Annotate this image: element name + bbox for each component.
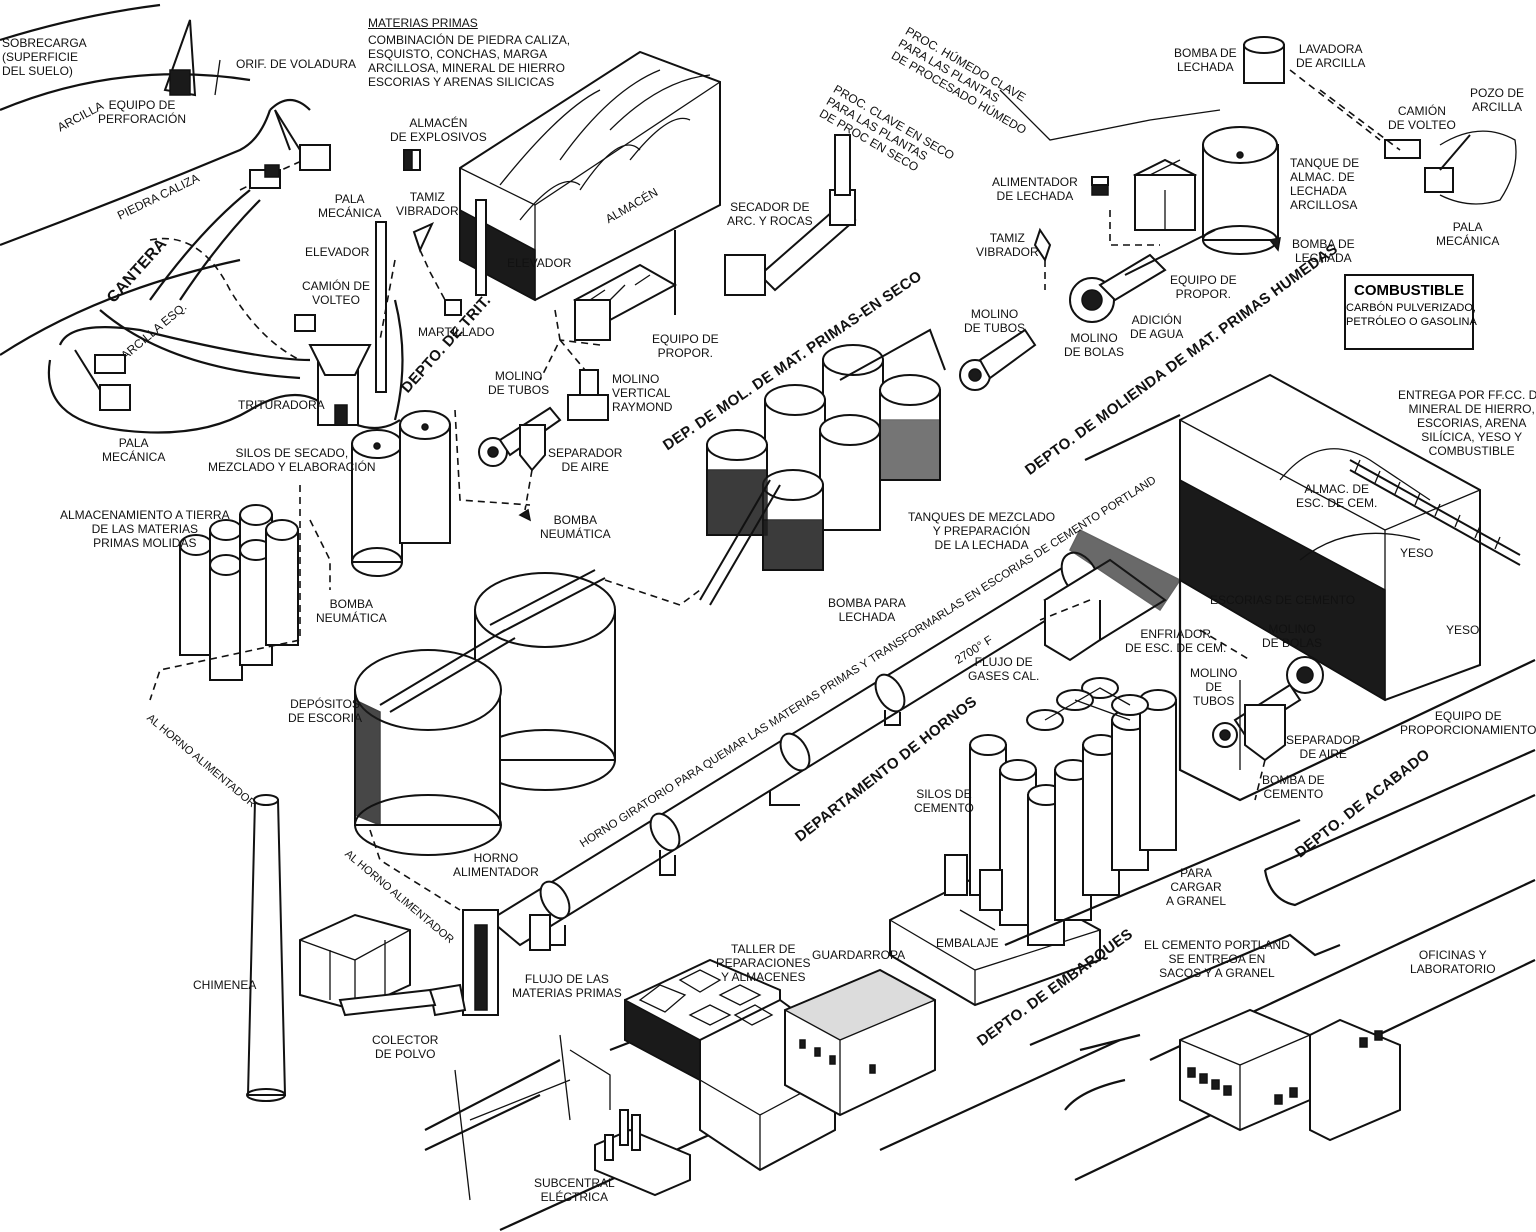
label-pala-mecanica-2: PALA MECÁNICA — [102, 436, 166, 464]
label-chimenea: CHIMENEA — [193, 978, 257, 992]
label-molino-bolas-2: MOLINO DE BOLAS — [1262, 622, 1323, 650]
label-separador-aire-2: SEPARADOR DE AIRE — [1286, 733, 1361, 761]
label-depositos-escoria: DEPÓSITOS DE ESCORIA — [288, 697, 363, 725]
label-cemento-portland: EL CEMENTO PORTLAND SE ENTREGA EN SACOS … — [1144, 938, 1290, 980]
label-embalaje: EMBALAJE — [936, 936, 999, 950]
cement-silos — [889, 677, 1177, 1007]
label-flujo-gases: FLUJO DE GASES CAL. — [968, 655, 1040, 683]
label-flujo-materias: FLUJO DE LAS MATERIAS PRIMAS — [512, 972, 622, 1000]
label-pala-mecanica-1: PALA MECÁNICA — [318, 192, 382, 220]
quarry-area — [0, 3, 404, 434]
label-molino-tubos-2: MOLINO DE TUBOS — [964, 307, 1026, 335]
label-guardarropa: GUARDARROPA — [812, 948, 906, 962]
label-tamiz-vibrador-1: TAMIZ VIBRADOR — [396, 190, 459, 218]
label-bomba-cemento: BOMBA DE CEMENTO — [1262, 773, 1325, 801]
label-alimentador-lechada: ALIMENTADOR DE LECHADA — [992, 175, 1078, 203]
label-oficinas: OFICINAS Y LABORATORIO — [1410, 948, 1496, 976]
label-escorias-cemento: ESCORIAS DE CEMENTO — [1210, 593, 1356, 607]
label-bomba-neumatica-1: BOMBA NEUMÁTICA — [540, 513, 611, 541]
label-subcentral: SUBCENTRAL ELÉCTRICA — [534, 1176, 615, 1204]
label-pozo-arcilla: POZO DE ARCILLA — [1470, 86, 1525, 114]
label-colector-polvo: COLECTOR DE POLVO — [372, 1033, 439, 1061]
combustible-title: COMBUSTIBLE — [1354, 282, 1464, 299]
label-silos-secado: SILOS DE SECADO, MEZCLADO Y ELABORACIÓN — [208, 446, 376, 474]
label-pala-mecanica-3: PALA MECÁNICA — [1436, 220, 1500, 248]
label-yeso-2: YESO — [1446, 623, 1480, 637]
label-para-cargar: PARA CARGAR A GRANEL — [1166, 866, 1227, 908]
label-materias-primas-title: MATERIAS PRIMAS — [368, 16, 478, 30]
mixing-tanks — [699, 328, 946, 606]
label-molino-bolas-1: MOLINO DE BOLAS — [1064, 331, 1125, 359]
label-tanques-mezclado: TANQUES DE MEZCLADO Y PREPARACIÓN DE LA … — [908, 510, 1056, 552]
label-tamiz-vibrador-2: TAMIZ VIBRADOR — [976, 231, 1039, 259]
label-enfriador: ENFRIADOR DE ESC. DE CEM. — [1125, 627, 1227, 655]
label-molino-tubos-3: MOLINO DE TUBOS — [1190, 666, 1238, 708]
wet-grinding-department — [959, 36, 1517, 391]
label-tanque-almac: TANQUE DE ALMAC. DE LECHADA ARCILLOSA — [1290, 156, 1360, 212]
label-separador-aire-1: SEPARADOR DE AIRE — [548, 446, 623, 474]
label-martillado: MARTILLADO — [418, 325, 495, 339]
label-almacen-explosivos: ALMACÉN DE EXPLOSIVOS — [390, 116, 487, 144]
label-sobrecarga: SOBRECARGA (SUPERFICIE DEL SUELO) — [2, 36, 87, 78]
bottom-buildings — [246, 794, 1401, 1201]
combustible-box: COMBUSTIBLE CARBÓN PULVERIZADO, PETRÓLEO… — [1344, 274, 1477, 350]
label-taller: TALLER DE REPARACIONES Y ALMACENES — [716, 942, 811, 984]
label-lavadora-arcilla: LAVADORA DE ARCILLA — [1296, 42, 1366, 70]
rail-storage-building — [1179, 373, 1521, 702]
label-trituradora: TRITURADORA — [238, 398, 325, 412]
label-bomba-neumatica-2: BOMBA NEUMÁTICA — [316, 597, 387, 625]
label-bomba-para-lechada: BOMBA PARA LECHADA — [828, 596, 906, 624]
label-almac-esc: ALMAC. DE ESC. DE CEM. — [1296, 482, 1378, 510]
label-equipo-proporcionamiento: EQUIPO DE PROPORCIONAMIENTO — [1400, 709, 1536, 737]
label-equipo-propor-2: EQUIPO DE PROPOR. — [1170, 273, 1237, 301]
label-entrega-ffcc: ENTREGA POR FF.CC. DE MINERAL DE HIERRO,… — [1398, 388, 1536, 458]
label-secador: SECADOR DE ARC. Y ROCAS — [727, 200, 813, 228]
raw-materials-warehouse — [375, 50, 721, 393]
drying-silos — [149, 409, 531, 701]
label-orif-voladura: ORIF. DE VOLADURA — [236, 57, 357, 71]
label-bomba-lechada-1: BOMBA DE LECHADA — [1174, 46, 1237, 74]
label-horno-alimentador: HORNO ALIMENTADOR — [453, 851, 539, 879]
label-adicion-agua: ADICIÓN DE AGUA — [1130, 313, 1184, 341]
slag-deposits — [354, 569, 701, 911]
label-silos-cemento: SILOS DE CEMENTO — [914, 787, 974, 815]
label-yeso-1: YESO — [1400, 546, 1434, 560]
label-molino-vertical: MOLINO VERTICAL RAYMOND — [612, 372, 673, 414]
label-camion-volteo-1: CAMIÓN DE VOLTEO — [302, 279, 371, 307]
label-equipo-perforacion: EQUIPO DE PERFORACIÓN — [98, 98, 187, 126]
label-elevador-2: ELEVADOR — [507, 256, 572, 270]
finishing-department — [1199, 629, 1324, 801]
label-almacenamiento-tierra: ALMACENAMIENTO A TIERRA DE LAS MATERIAS … — [60, 508, 230, 550]
label-camion-volteo-2: CAMIÓN DE VOLTEO — [1388, 104, 1456, 132]
dry-grinding-department — [478, 134, 857, 522]
label-molino-tubos-1: MOLINO DE TUBOS — [488, 369, 550, 397]
label-materias-primas-desc: COMBINACIÓN DE PIEDRA CALIZA, ESQUISTO, … — [368, 33, 571, 89]
label-bomba-lechada-2: BOMBA DE LECHADA — [1292, 237, 1355, 265]
label-elevador-1: ELEVADOR — [305, 245, 370, 259]
rotary-kiln — [428, 528, 1182, 1017]
label-equipo-propor-1: EQUIPO DE PROPOR. — [652, 332, 719, 360]
combustible-desc: CARBÓN PULVERIZADO, PETRÓLEO O GASOLINA — [1346, 302, 1477, 328]
